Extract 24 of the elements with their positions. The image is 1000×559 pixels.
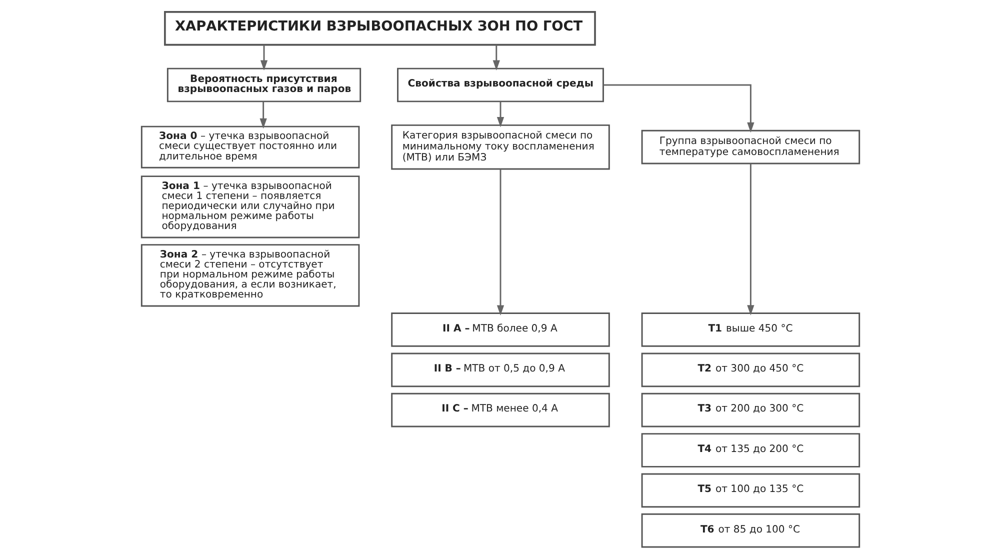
arrow <box>746 164 754 316</box>
node-box: Группа взрывоопасной смеси по температуре самовоспламенения <box>640 130 860 164</box>
node-box: T2 от 300 до 450 °C <box>640 352 860 388</box>
node-box: ХАРАКТЕРИСТИКИ ВЗРЫВООПАСНЫХ ЗОН ПО ГОСТ <box>164 11 596 46</box>
node-box: Вероятность присутствия взрывоопасных газов и паров <box>166 68 361 102</box>
node-box: T3 от 200 до 300 °C <box>640 392 860 428</box>
arrow <box>260 45 268 70</box>
node-box: Зона 1 – утечка взрывоопасной смеси 1 степени – появляется периодически или случайно при нормальном режиме работы оборудования <box>140 176 360 238</box>
node-box: Зона 2 – утечка взрывоопасной смеси 2 степени – отсутствует при нормальном режиме работы оборудования, а если возникает, то кратковременно <box>140 244 360 307</box>
arrow <box>492 45 500 70</box>
node-box: T4 от 135 до 200 °C <box>640 433 860 468</box>
node-box: II B – МТВ от 0,5 до 0,9 А <box>390 352 610 388</box>
arrow <box>496 169 504 316</box>
arrow <box>259 102 266 129</box>
node-box: T1 выше 450 °C <box>640 312 860 347</box>
node-box: T6 от 85 до 100 °C <box>640 513 860 548</box>
node-box: Свойства взрывоопасной среды <box>396 68 604 102</box>
arrow <box>496 102 504 128</box>
node-box: T5 от 100 до 135 °C <box>640 473 860 508</box>
node-box: II A – МТВ более 0,9 А <box>390 312 610 347</box>
arrow <box>602 84 754 133</box>
node-box: Категория взрывоопасной смеси по минимальному току воспламенения (МТВ) или БЭМЗ <box>390 124 610 170</box>
node-box: II C – МТВ менее 0,4 А <box>390 392 610 428</box>
node-box: Зона 0 – утечка взрывоопасной смеси существует постоянно или длительное время <box>140 126 360 168</box>
